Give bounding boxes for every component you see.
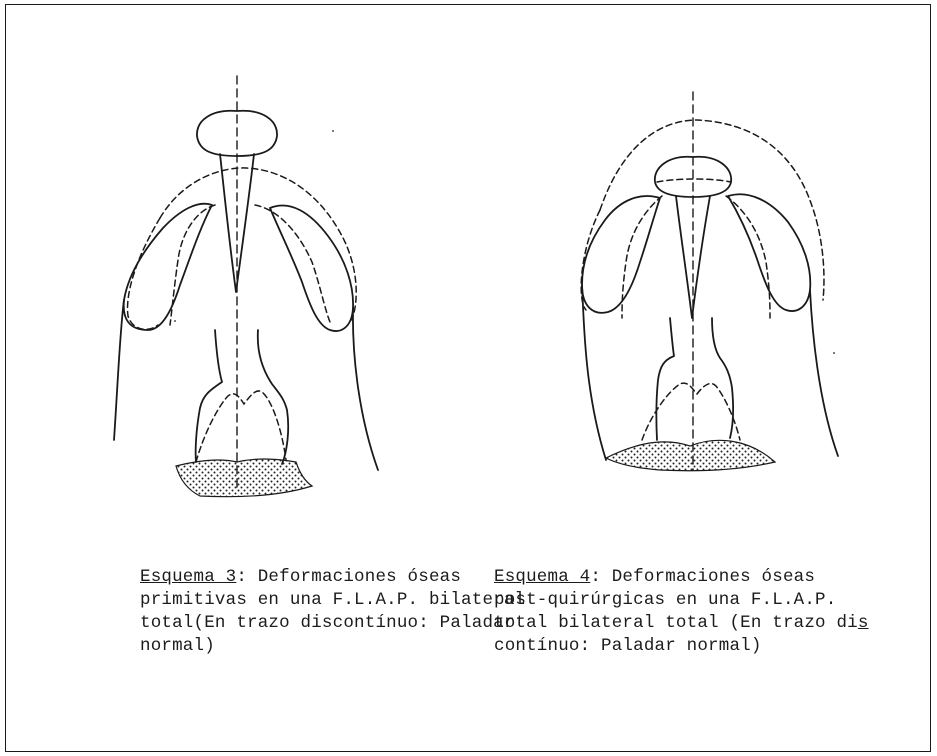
right-tuberosity — [353, 308, 378, 470]
normal-inner-right — [726, 196, 770, 318]
right-segment — [270, 206, 353, 331]
normal-left — [581, 210, 600, 310]
soft-tissue — [606, 440, 775, 470]
caption-line: post-quirúrgicas en una F.L.A.P. — [494, 589, 869, 612]
schema-3-label: Esquema 3 — [140, 567, 236, 587]
soft-tissue — [176, 459, 312, 497]
normal-inner-left — [170, 205, 215, 325]
caption-line: contínuo: Paladar normal) — [494, 635, 869, 658]
right-posterior — [712, 318, 733, 438]
schema-4-sep: : — [590, 567, 601, 587]
caption-line: normal) — [140, 635, 525, 658]
caption-text: s — [858, 613, 869, 633]
caption-line: primitivas en una F.L.A.P. bilateral — [140, 589, 525, 612]
normal-premaxilla-line — [657, 179, 731, 182]
left-posterior — [656, 318, 674, 440]
scan-speck — [174, 320, 176, 322]
scan-speck — [833, 352, 835, 354]
caption-line: Esquema 4: Deformaciones óseas — [494, 566, 869, 589]
caption-text: total bilateral total (En trazo di — [494, 613, 858, 633]
schema-4-caption: Esquema 4: Deformaciones óseas post-quir… — [494, 566, 869, 658]
schema-4-label: Esquema 4 — [494, 567, 590, 587]
schema-3-caption: Esquema 3: Deformaciones óseas primitiva… — [140, 566, 525, 658]
schema-3-diagram — [100, 70, 390, 510]
normal-posterior — [196, 391, 286, 462]
caption-line: total bilateral total (En trazo dis — [494, 612, 869, 635]
normal-arch — [600, 120, 824, 300]
scan-speck — [332, 130, 334, 132]
caption-text: Deformaciones óseas — [247, 567, 461, 587]
caption-text: Deformaciones óseas — [601, 567, 815, 587]
caption-text: post-quirúrgicas en una F.L.A.P. — [494, 590, 836, 610]
schema-3-sep: : — [236, 567, 247, 587]
left-posterior — [196, 330, 222, 462]
caption-text: contínuo: Paladar normal) — [494, 636, 762, 656]
right-tuberosity — [810, 290, 838, 456]
caption-line: Esquema 3: Deformaciones óseas — [140, 566, 525, 589]
caption-text: total(En trazo discontínuo: Paladar — [140, 613, 515, 633]
schema-4-diagram — [560, 75, 850, 495]
caption-line: total(En trazo discontínuo: Paladar — [140, 612, 525, 635]
caption-text: primitivas en una F.L.A.P. bilateral — [140, 590, 525, 610]
normal-arch — [160, 168, 356, 320]
caption-text: normal) — [140, 636, 215, 656]
normal-inner-right — [255, 205, 330, 322]
left-tuberosity — [114, 300, 124, 440]
left-segment — [582, 196, 660, 313]
